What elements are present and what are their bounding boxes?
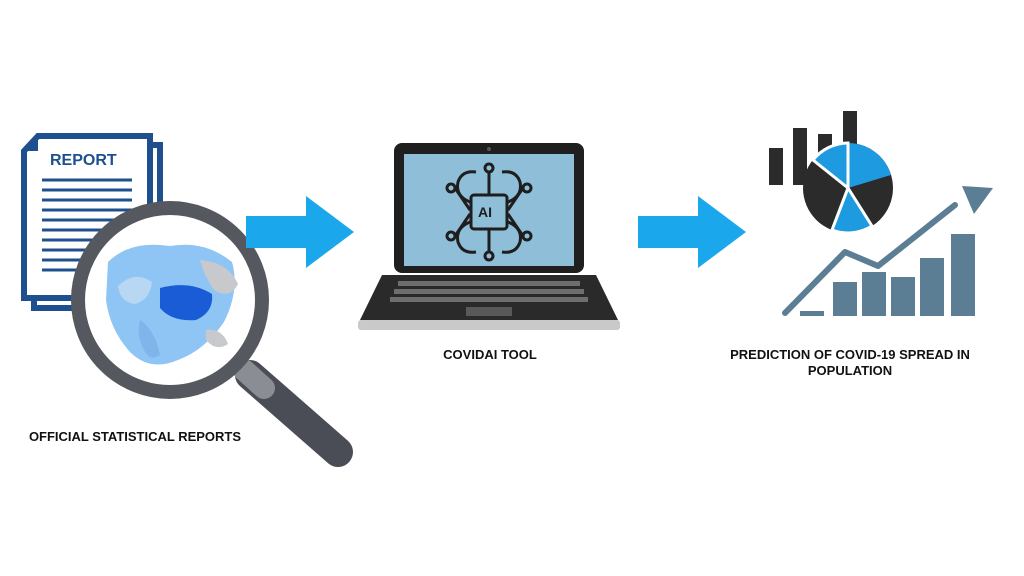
stage-label-prediction: PREDICTION OF COVID-19 SPREAD IN POPULAT… xyxy=(700,347,1000,379)
report-title-text: REPORT xyxy=(50,152,117,169)
stage-label-prediction-line-1: PREDICTION OF COVID-19 SPREAD IN xyxy=(730,347,970,362)
stage-label-reports: OFFICIAL STATISTICAL REPORTS xyxy=(28,429,242,444)
magnifier-icon xyxy=(71,201,353,467)
laptop-icon: AI xyxy=(358,143,620,330)
keyboard xyxy=(390,281,588,302)
stage-label-prediction-line-2: POPULATION xyxy=(807,363,893,378)
trend-arrow-icon xyxy=(782,186,993,316)
stage-label-tool: COVIDAI TOOL xyxy=(443,347,537,362)
europe-map-icon xyxy=(106,244,238,365)
flow-arrow-1-icon xyxy=(246,196,354,268)
flow-arrow-2-icon xyxy=(638,196,746,268)
bar-chart-icon xyxy=(800,234,975,316)
ai-chip-text: AI xyxy=(478,204,492,220)
pie-chart-icon xyxy=(803,141,893,235)
ai-brain-icon xyxy=(445,162,533,262)
